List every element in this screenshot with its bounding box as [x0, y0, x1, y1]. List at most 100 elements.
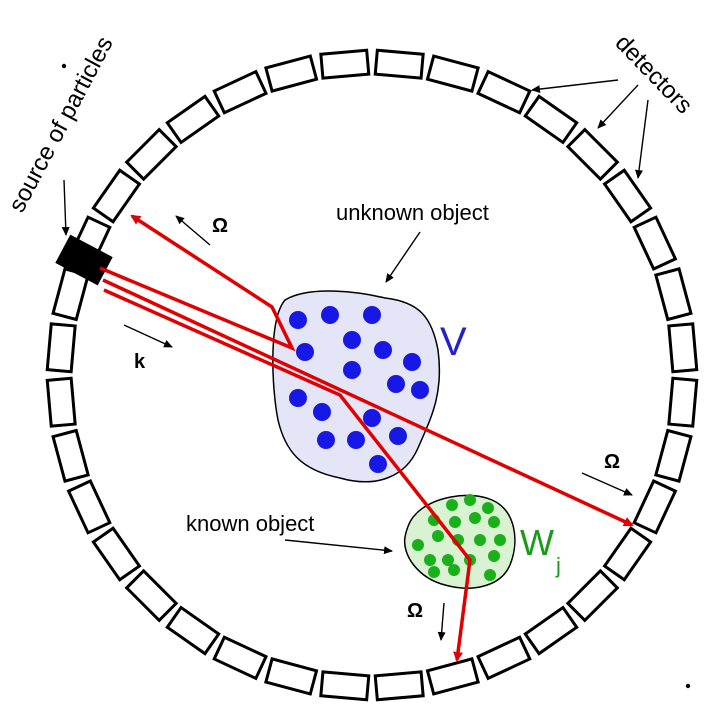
known-dot [469, 512, 481, 524]
detector [45, 322, 77, 374]
unknown-dot [389, 427, 407, 445]
detector [91, 526, 142, 582]
unknown-dot [343, 361, 361, 379]
detector [165, 94, 221, 145]
unknown-dot [374, 341, 392, 359]
detector [124, 127, 179, 182]
particle-beams [99, 214, 634, 662]
known-dot [488, 550, 500, 562]
detector [667, 322, 699, 374]
unknown-dot [363, 306, 381, 324]
stray-dot-top-left [61, 63, 67, 69]
unknown-dot [296, 343, 314, 361]
omega-label-2: Ω [604, 451, 620, 473]
detector [319, 48, 371, 80]
detector [165, 605, 221, 656]
detector [654, 428, 693, 483]
particle-source [55, 234, 113, 286]
known-dot [446, 499, 458, 511]
detector [425, 54, 480, 93]
omega-arrow-1 [175, 215, 211, 246]
detector [373, 670, 425, 702]
stray-dot-bottom-right [685, 683, 691, 689]
detector [264, 54, 319, 93]
V-label: V [440, 320, 467, 364]
known-dot [488, 516, 500, 528]
detector [602, 168, 653, 224]
unknown-dot [343, 331, 361, 349]
known-object-dots [412, 494, 506, 581]
detector [523, 605, 579, 656]
unknown-dot [403, 353, 421, 371]
known-dot [412, 539, 424, 551]
unknown-dot [369, 455, 387, 473]
unknown-dot [289, 311, 307, 329]
detector-pointer-1 [531, 79, 619, 94]
detector [523, 94, 579, 145]
known-dot [428, 566, 440, 578]
unknown-pointer [385, 231, 421, 283]
known-dot [432, 530, 444, 542]
unknown-object-label: unknown object [336, 200, 489, 225]
known-dot [474, 534, 486, 546]
detector [264, 657, 319, 696]
known-dot [484, 569, 496, 581]
known-dot [464, 494, 476, 506]
detector [565, 127, 620, 182]
detector [319, 670, 371, 702]
detector [373, 48, 425, 80]
pointer-arrows [61, 79, 649, 641]
detector [475, 69, 532, 115]
detector [45, 376, 77, 428]
known-dot [442, 554, 454, 566]
known-dot [424, 554, 436, 566]
unknown-object-dots [289, 306, 429, 473]
detector-pointer-3 [635, 99, 649, 179]
detector-ring [45, 48, 699, 702]
detector [212, 635, 269, 681]
known-dot [448, 564, 460, 576]
detector [632, 478, 678, 535]
known-dot [482, 502, 494, 514]
detector-pointer-2 [597, 84, 639, 129]
detector [425, 657, 480, 696]
detector [66, 478, 112, 535]
known-dot [494, 534, 506, 546]
unknown-dot [289, 389, 307, 407]
unknown-dot [317, 431, 335, 449]
detector [667, 376, 699, 428]
unknown-dot [363, 409, 381, 427]
omega-arrow-3 [437, 602, 446, 641]
unknown-dot [321, 306, 339, 324]
unknown-dot [411, 381, 429, 399]
known-object-label: known object [186, 511, 314, 536]
detector [91, 168, 142, 224]
k-arrow [123, 324, 173, 348]
omega-label-3: Ω [407, 600, 423, 622]
detector [475, 635, 532, 681]
W-label: W [520, 522, 554, 563]
unknown-dot [387, 375, 405, 393]
known-pointer [284, 539, 393, 555]
detector [565, 568, 620, 623]
detectors-label: detectors [610, 29, 698, 119]
known-dot [449, 516, 461, 528]
detector [51, 428, 90, 483]
source-pointer [61, 179, 70, 236]
unknown-dot [313, 403, 331, 421]
W-subscript: j [555, 553, 561, 578]
unknown-dot [347, 431, 365, 449]
k-label: k [134, 351, 146, 373]
beam-through [102, 278, 634, 527]
detector [212, 69, 269, 115]
beam-scattered [103, 288, 472, 662]
detector [124, 568, 179, 623]
detector [602, 526, 653, 582]
source-label: source of particles [3, 32, 118, 217]
detector [632, 215, 678, 272]
detector [654, 267, 693, 322]
beam-reflected [99, 214, 296, 352]
omega-arrow-2 [581, 472, 633, 496]
